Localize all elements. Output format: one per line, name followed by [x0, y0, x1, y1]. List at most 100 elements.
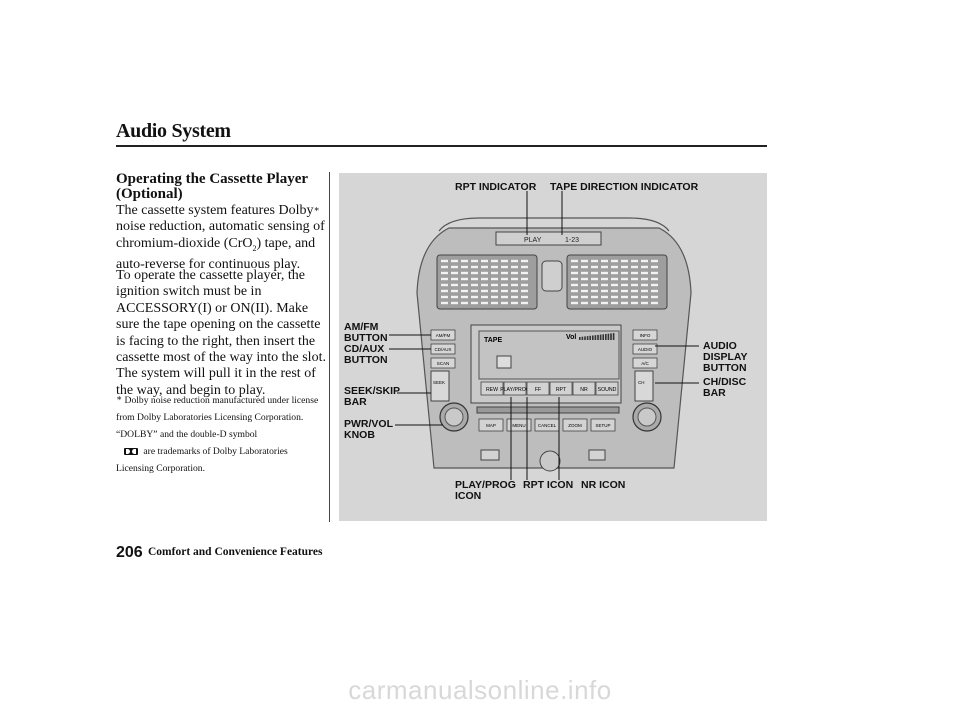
callout-ch-disc-bar: CH/DISC BAR: [703, 376, 747, 399]
vol-segment: [602, 334, 604, 340]
lower-button: [506, 418, 532, 432]
vol-segment: [610, 333, 612, 340]
display-tape-label: TAPE: [484, 337, 502, 344]
info-display-number: 1-23: [565, 237, 579, 244]
air-vent-left: [436, 254, 538, 310]
soft-key: [549, 381, 573, 396]
vol-segment: [586, 336, 589, 340]
soft-key: [526, 381, 550, 396]
callout-nr-icon: NR ICON: [581, 479, 626, 491]
soft-key: [572, 381, 596, 396]
soft-key: [503, 381, 527, 396]
left-button-label: CD/AUX: [434, 347, 451, 352]
soft-key: [480, 381, 504, 396]
callout-am-fm-button: AM/FM BUTTON: [344, 321, 388, 344]
air-vent-right: [566, 254, 668, 310]
soft-key-label: REW: [486, 387, 498, 393]
ch-bar-label: CH: [638, 380, 645, 385]
soft-key-label: SOUND: [598, 387, 617, 393]
pwr-vol-knob-cap: [444, 407, 464, 427]
watermark: carmanualsonline.info: [348, 675, 612, 705]
volume-bar-graph: [579, 333, 615, 340]
callout-rpt-icon: RPT ICON: [523, 479, 574, 491]
eject-button: [588, 449, 606, 461]
para1-text-c: ) tape, and auto-reverse for continuous …: [116, 235, 316, 273]
callout-pwr-vol-knob: PWR/VOL KNOB: [344, 418, 393, 441]
lower-button: [478, 418, 504, 432]
vol-segment: [579, 337, 581, 340]
right-button-label: AUDIO: [638, 347, 653, 352]
lower-button-label: SETUP: [595, 423, 610, 428]
right-button: [632, 329, 658, 341]
seek-bar-label: SEEK: [433, 380, 445, 385]
asterisk-mark: ∗: [313, 204, 320, 214]
hazard-button: [541, 260, 563, 292]
vent-slats: [441, 259, 658, 305]
info-display-text: PLAY: [524, 237, 542, 244]
vol-segment: [584, 336, 586, 340]
load-button: [480, 449, 500, 461]
right-button: [632, 357, 658, 369]
page-title: Audio System: [116, 120, 231, 142]
callout-seek-skip-bar: SEEK/SKIP BAR: [344, 385, 401, 408]
tune-knob-cap: [637, 407, 657, 427]
vol-segment: [607, 333, 610, 340]
soft-key-label: FF: [535, 387, 541, 393]
lower-button: [590, 418, 616, 432]
vol-segment: [599, 334, 602, 340]
callout-play-prog-icon: PLAY/PROG ICON: [455, 479, 516, 502]
column-divider: [329, 172, 330, 522]
footnote: ∗ Dolby noise reduction manufactured und…: [116, 392, 328, 477]
vol-segment: [581, 336, 584, 340]
vol-segment: [594, 335, 597, 340]
vol-segment: [612, 333, 615, 340]
vol-segment: [597, 334, 599, 340]
soft-key-label: NR: [580, 387, 588, 393]
subscript-2: 2: [252, 243, 257, 253]
vol-segment: [589, 335, 591, 340]
title-rule: [116, 145, 767, 147]
cassette-slot: [476, 406, 620, 414]
callout-audio-display-button: AUDIO DISPLAY BUTTON: [703, 340, 748, 374]
info-display: [495, 231, 602, 246]
display-vol-label: Vol: [566, 334, 576, 341]
body-paragraph-1: The cassette system features Dolby∗ nois…: [116, 203, 328, 273]
left-button-column: AM/FM CD/AUX SCAN: [430, 329, 456, 369]
lower-button-label: ZOOM: [568, 423, 582, 428]
lower-button: [562, 418, 588, 432]
right-button-label: INFO: [640, 333, 651, 338]
callout-rpt-indicator: RPT INDICATOR: [455, 181, 537, 193]
footnote-asterisk: ∗: [116, 393, 123, 403]
footer-title: Comfort and Convenience Features: [148, 546, 323, 558]
double-d-logo-icon: [124, 448, 138, 456]
footnote-text-b: are trademarks of Dolby Laboratories Lic…: [116, 446, 288, 474]
callout-leaders: [389, 191, 699, 480]
callout-cd-aux-button: CD/AUX BUTTON: [344, 343, 388, 366]
lower-button-label: MENU: [512, 423, 525, 428]
soft-key-label: RPT: [556, 387, 567, 393]
left-button-label: SCAN: [437, 361, 450, 366]
footnote-text-a: Dolby noise reduction manufactured under…: [116, 395, 319, 440]
lower-button-label: CANCEL: [538, 423, 557, 428]
right-button-label: A/C: [641, 361, 649, 366]
left-button-label: AM/FM: [436, 333, 451, 338]
soft-key-label: PLAY/PROG: [500, 387, 530, 393]
tape-direction-icon: [496, 355, 512, 369]
right-button: [632, 343, 658, 355]
right-button-column: INFO AUDIO A/C: [632, 329, 658, 369]
page-number: 206: [116, 544, 143, 561]
para1-text-a: The cassette system features Dolby: [116, 203, 314, 218]
para1-text-b: noise reduction, automatic sensing of ch…: [116, 219, 325, 251]
section-heading: Operating the Cassette Player (Optional): [116, 171, 308, 202]
lower-button-label: MAP: [486, 423, 496, 428]
ent-joystick: [539, 450, 561, 472]
vol-segment: [605, 334, 607, 340]
left-button: [430, 357, 456, 369]
ch-disc-bar: [634, 370, 654, 402]
lower-button-row: MAP MENU CANCEL ZOOM SETUP: [478, 418, 616, 432]
soft-key: [595, 381, 619, 396]
vol-segment: [592, 335, 594, 340]
